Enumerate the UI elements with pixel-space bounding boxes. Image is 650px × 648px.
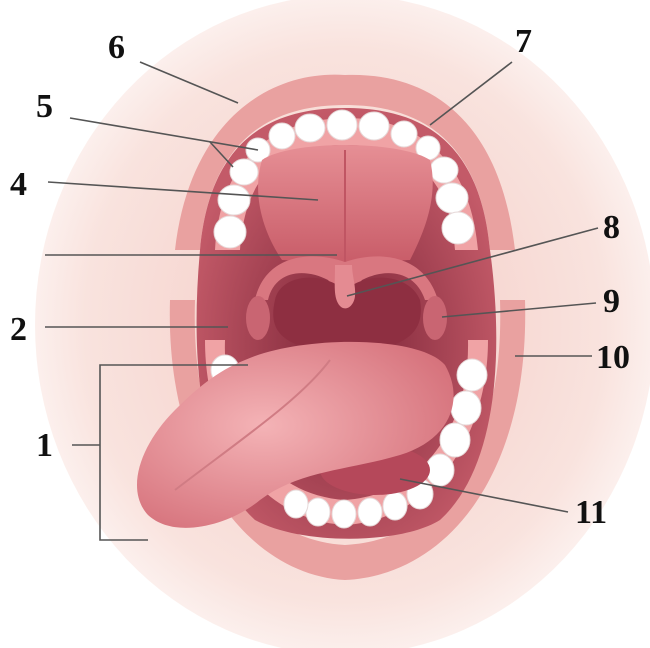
label-1: 1 xyxy=(36,427,53,464)
left-tonsil xyxy=(246,296,270,340)
label-8: 8 xyxy=(603,209,620,246)
label-9: 9 xyxy=(603,283,620,320)
label-7: 7 xyxy=(515,23,532,60)
label-5: 5 xyxy=(36,88,53,125)
right-tonsil xyxy=(423,296,447,340)
label-4: 4 xyxy=(10,166,27,203)
label-2: 2 xyxy=(10,311,27,348)
uvula xyxy=(335,265,355,308)
label-11: 11 xyxy=(575,494,607,531)
label-10: 10 xyxy=(596,339,630,376)
label-6: 6 xyxy=(108,29,125,66)
